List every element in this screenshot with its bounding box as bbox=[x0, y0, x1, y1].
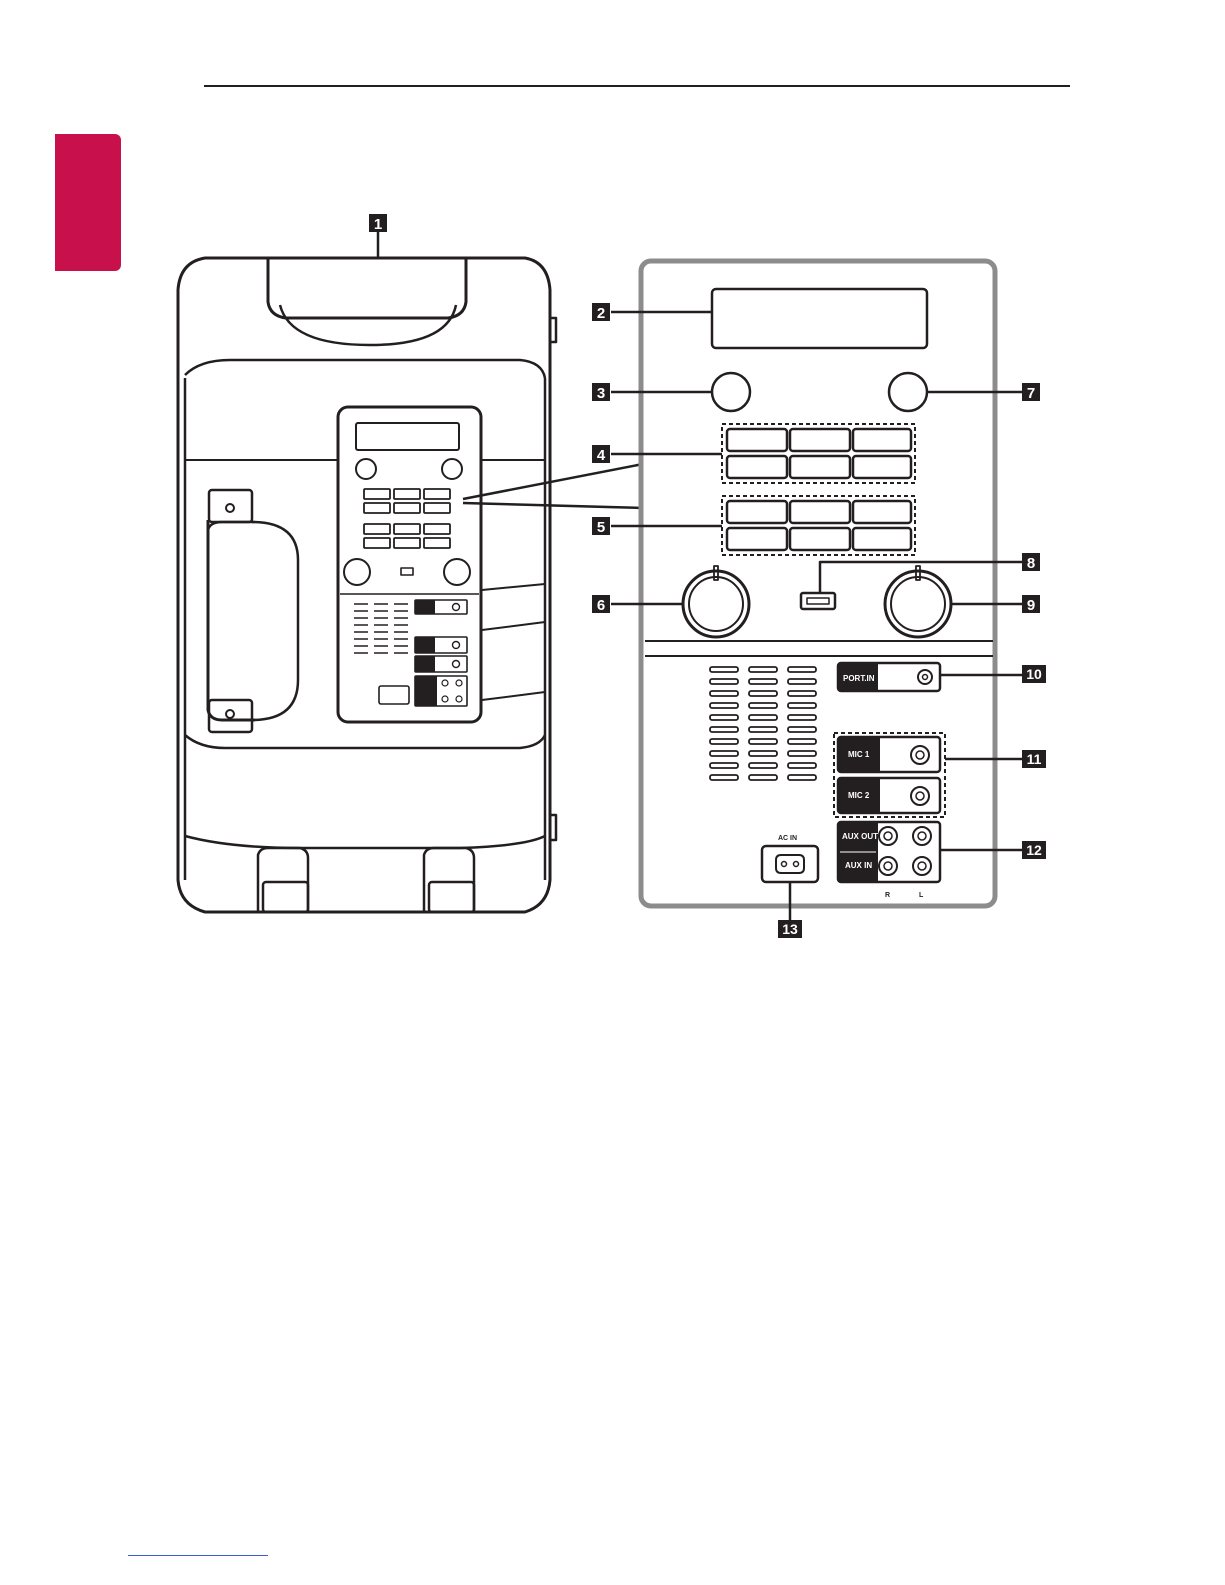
aux-out-label: AUX OUT bbox=[842, 832, 878, 841]
right-channel-label: R bbox=[885, 892, 890, 899]
callout-3: 3 bbox=[592, 383, 610, 402]
svg-text:1: 1 bbox=[374, 216, 382, 233]
speaker-body bbox=[178, 258, 556, 912]
callout-5: 5 bbox=[592, 517, 610, 536]
callout-13: 13 bbox=[778, 920, 802, 938]
aux-in-label: AUX IN bbox=[845, 861, 872, 870]
ac-in-label: AC IN bbox=[778, 835, 797, 842]
svg-text:4: 4 bbox=[597, 447, 606, 464]
svg-text:2: 2 bbox=[597, 305, 605, 322]
svg-text:10: 10 bbox=[1026, 666, 1042, 682]
svg-text:3: 3 bbox=[597, 385, 605, 402]
enlarged-panel bbox=[641, 261, 995, 906]
svg-text:11: 11 bbox=[1027, 751, 1042, 767]
callout-2: 2 bbox=[592, 303, 610, 322]
mic2-label: MIC 2 bbox=[848, 791, 870, 800]
callout-10: 10 bbox=[1022, 665, 1046, 683]
svg-text:12: 12 bbox=[1026, 842, 1042, 858]
callout-9: 9 bbox=[1022, 595, 1040, 614]
svg-text:6: 6 bbox=[597, 597, 605, 614]
callout-4: 4 bbox=[592, 445, 610, 464]
callout-6: 6 bbox=[592, 595, 610, 614]
callout-1: 1 bbox=[369, 214, 387, 233]
mic1-label: MIC 1 bbox=[848, 750, 870, 759]
callout-8: 8 bbox=[1022, 553, 1040, 572]
port-in-label: PORT.IN bbox=[843, 674, 875, 683]
svg-text:7: 7 bbox=[1027, 385, 1035, 402]
svg-text:9: 9 bbox=[1027, 597, 1035, 614]
svg-text:13: 13 bbox=[782, 921, 798, 937]
callout-12: 12 bbox=[1022, 841, 1046, 859]
left-channel-label: L bbox=[919, 892, 924, 899]
callout-11: 11 bbox=[1022, 750, 1046, 768]
svg-text:5: 5 bbox=[597, 519, 605, 536]
body-control-panel bbox=[338, 407, 481, 722]
callout-7: 7 bbox=[1022, 383, 1040, 402]
svg-text:8: 8 bbox=[1027, 555, 1035, 572]
